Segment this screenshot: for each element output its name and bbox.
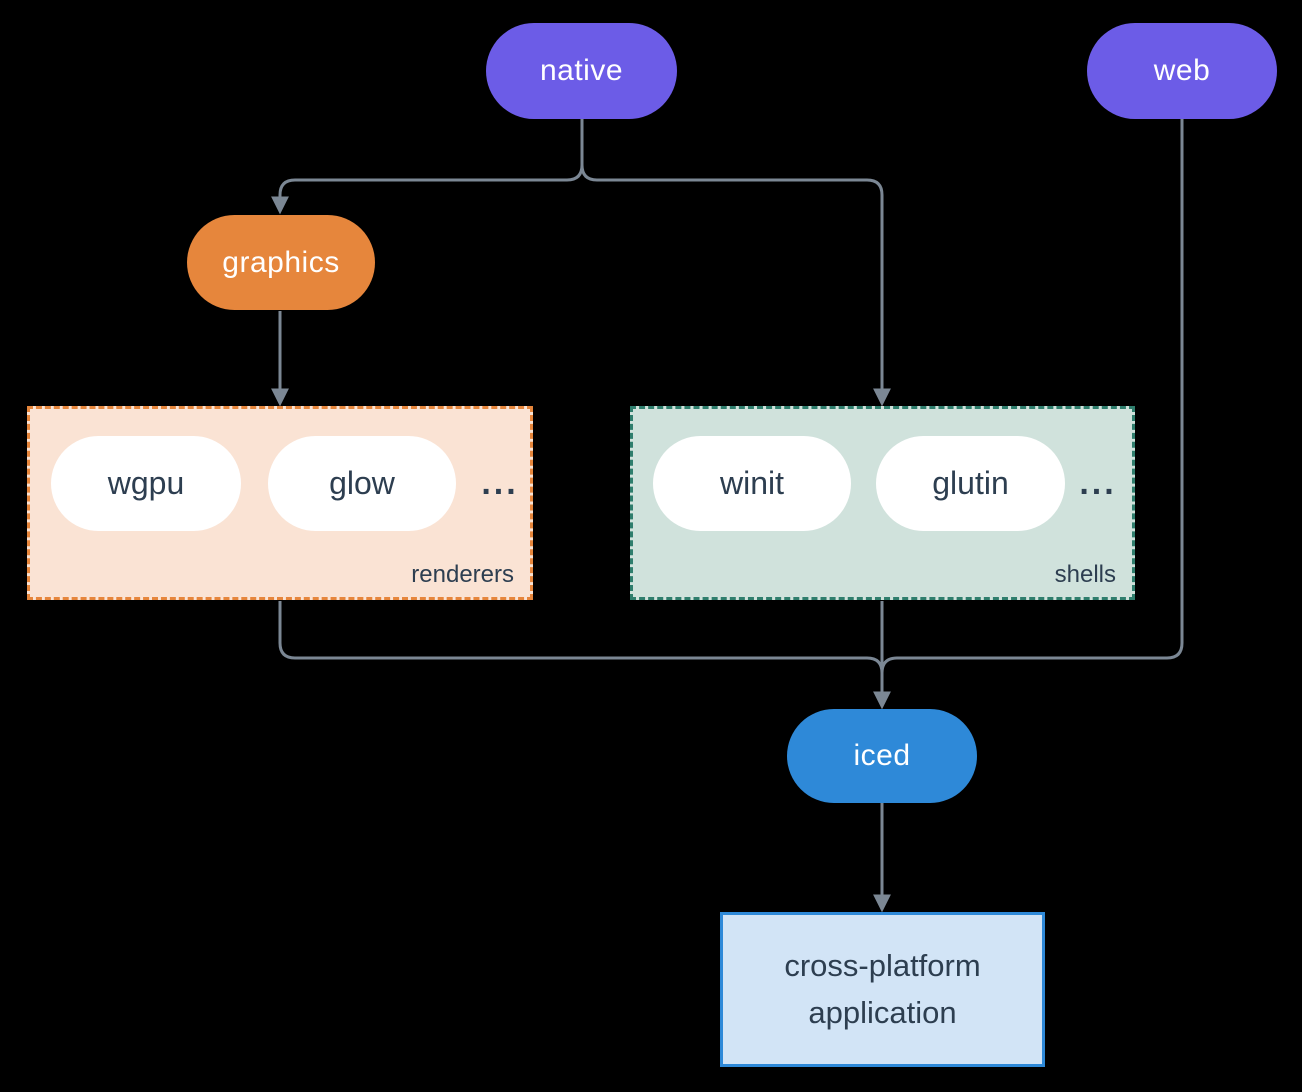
renderers-caption: renderers bbox=[411, 561, 514, 588]
node-native-label: native bbox=[539, 54, 624, 87]
node-web-label: web bbox=[1153, 54, 1211, 87]
group-shells: winit glutin ... shells bbox=[630, 406, 1135, 600]
node-glutin: glutin bbox=[876, 436, 1065, 531]
node-glow-label: glow bbox=[329, 465, 395, 501]
edge-renderers-iced bbox=[278, 601, 884, 674]
node-cross-platform-application: cross-platform application bbox=[720, 912, 1045, 1067]
shells-caption: shells bbox=[1054, 561, 1116, 588]
node-web: web bbox=[1087, 23, 1277, 119]
node-wgpu: wgpu bbox=[51, 436, 241, 531]
node-graphics: graphics bbox=[187, 215, 375, 310]
node-iced-label: iced bbox=[853, 739, 911, 772]
edge-web-iced bbox=[880, 119, 1184, 674]
node-glutin-label: glutin bbox=[932, 465, 1009, 501]
edge-native-shells bbox=[580, 119, 891, 407]
node-native: native bbox=[486, 23, 677, 119]
node-wgpu-label: wgpu bbox=[107, 465, 185, 501]
group-renderers: wgpu glow ... renderers bbox=[27, 406, 533, 600]
renderers-ellipsis: ... bbox=[481, 464, 519, 502]
node-graphics-label: graphics bbox=[222, 245, 340, 279]
node-glow: glow bbox=[268, 436, 456, 531]
node-winit-label: winit bbox=[719, 465, 784, 501]
node-winit: winit bbox=[653, 436, 851, 531]
application-label: cross-platform application bbox=[784, 948, 981, 1030]
node-iced: iced bbox=[787, 709, 977, 803]
edge-native-graphics bbox=[271, 119, 584, 215]
shells-ellipsis: ... bbox=[1079, 464, 1117, 502]
